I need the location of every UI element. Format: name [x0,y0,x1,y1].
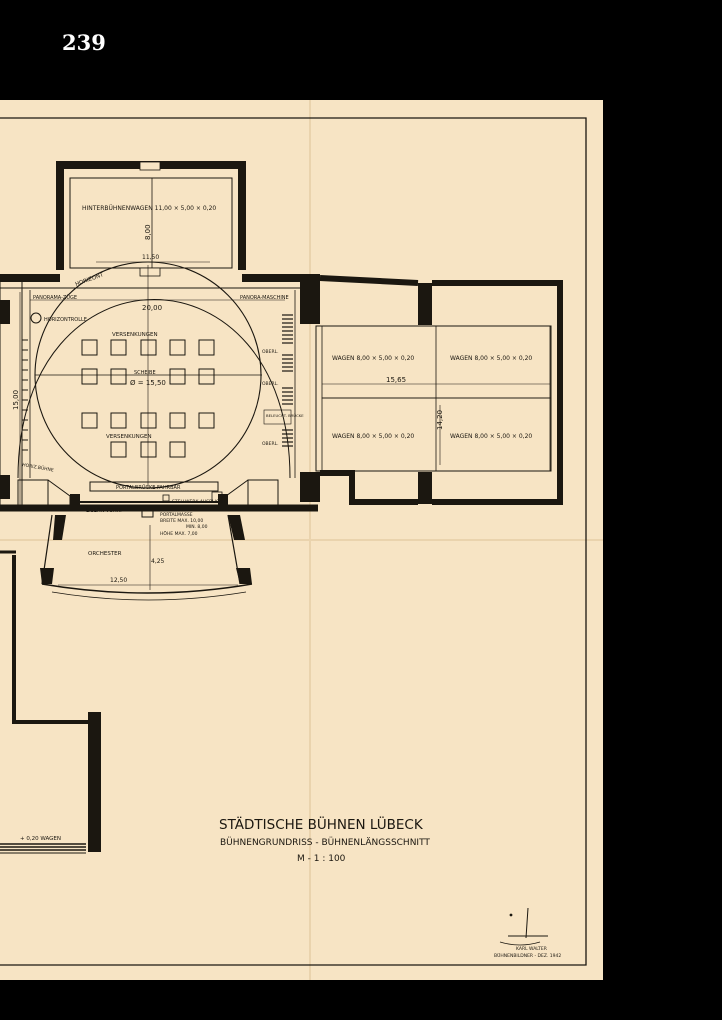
lighting-bridge-box [263,409,292,425]
label-dim-11-50: 11,50 [142,254,159,261]
horizon-arc [17,299,291,479]
label-dim-12-50: 12,50 [110,577,127,584]
fly-system-hatching-left [22,339,28,451]
label-versenkungen-bottom: VERSENKUNGEN [106,434,152,440]
fly-system-hatching [282,314,293,447]
orchestra-pit [40,514,253,601]
label-wagen-3: WAGEN 8,00 × 5,00 × 0,20 [332,433,414,440]
horizon-roller-icon [30,312,42,324]
rear-stage [56,161,246,277]
stage-plan-drawing: HINTERBÜHNENWAGEN 11,00 × 5,00 × 0,20 8,… [0,100,603,980]
label-dim-4-25: 4,25 [151,558,165,565]
label-panorama-maschine: PANORA-MASCHINE [240,295,289,301]
label-breite: BREITE MAX. 10,00 [160,518,203,524]
label-portalbruecke: PORTALBRÜCKE FAHRBAR [116,484,181,491]
label-wagen-4: WAGEN 8,00 × 5,00 × 0,20 [450,433,532,440]
label-panorama-zuege: PANORAMA-ZÜGE [33,294,77,301]
label-wagen-2: WAGEN 8,00 × 5,00 × 0,20 [450,355,532,362]
signature-name: KARL WALTER [516,946,547,952]
label-horizontrolle: HORIZONTROLLE [44,317,87,323]
drawing-subtitle: BÜHNENGRUNDRISS - BÜHNENLÄNGSSCHNITT [220,837,430,848]
label-oberl-3: OBERL. [262,441,279,447]
label-scheibe-dim: Ø = 15,50 [130,379,166,387]
label-oberl-2: OBERL. [262,381,279,387]
label-breite-min: MIN. 8,00 [186,524,208,530]
side-stage [315,275,563,505]
label-oberl-1: OBERL. [262,349,279,355]
label-wagen-1: WAGEN 8,00 × 5,00 × 0,20 [332,355,414,362]
drawing-sheet: HINTERBÜHNENWAGEN 11,00 × 5,00 × 0,20 8,… [0,100,603,980]
drawing-title: STÄDTISCHE BÜHNEN LÜBECK [219,815,424,833]
lower-walls [0,550,101,854]
page-number: 239 [62,30,106,55]
label-beleuchtungsbruecke: BELEUCHT. BRÜCKE [266,413,304,418]
label-dim-15-00: 15,00 [12,390,20,410]
trap-grid [81,339,215,458]
title-block: STÄDTISCHE BÜHNEN LÜBECK BÜHNENGRUNDRISS… [219,815,430,864]
label-hinterbuehnenwagen: HINTERBÜHNENWAGEN 11,00 × 5,00 × 0,20 [82,205,216,212]
label-horizontbuehne: HORIZ.BÜHNE [22,461,55,473]
label-eiserner-vorhang: EISERN VORH. [86,508,122,514]
label-dim-14-20: 14,20 [436,410,444,430]
signature: KARL WALTER BÜHNENBILDNER - DEZ. 1942 [494,907,561,959]
drawing-border [0,117,587,966]
main-stage-walls [0,274,320,512]
label-dim-8-00: 8,00 [144,224,152,240]
label-dim-20-00: 20,00 [142,304,162,312]
label-horizont: HORIZONT [75,272,105,288]
drawing-scale: M - 1 : 100 [297,854,346,864]
label-section-wagen: + 0,20 WAGEN [20,836,61,842]
label-scheibe: SCHEIBE [134,370,156,376]
label-stellwerk: STELLWERK AUSBLICK [172,499,223,505]
proscenium [17,479,279,518]
label-hoehe: HÖHE MAX. 7,00 [160,530,198,537]
label-orchester: ORCHESTER [88,551,122,557]
label-dim-15-65: 15,65 [386,376,406,384]
label-portalmasse: PORTALMASSE [160,512,193,518]
signature-line: BÜHNENBILDNER - DEZ. 1942 [494,952,561,959]
label-versenkungen-top: VERSENKUNGEN [112,332,158,338]
